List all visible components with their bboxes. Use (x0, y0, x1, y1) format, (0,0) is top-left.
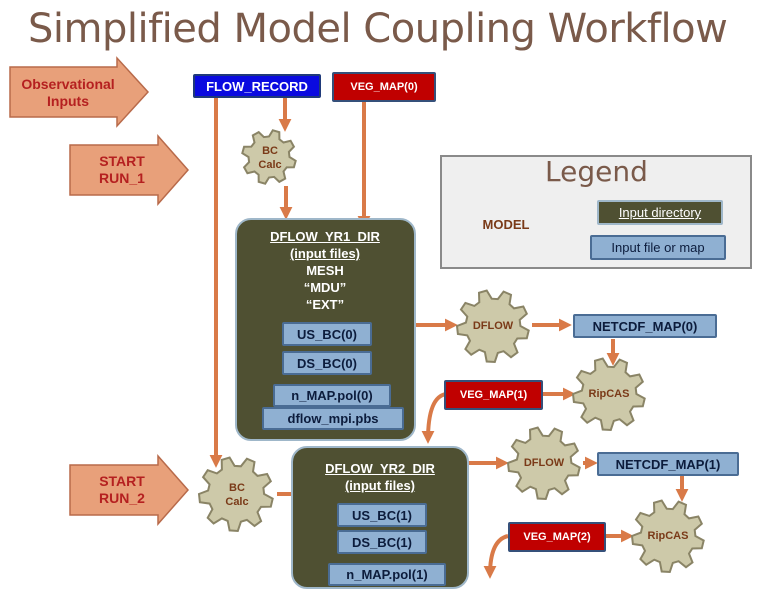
veg-map-2-box: VEG_MAP(2) (508, 522, 606, 552)
dflow-1-gear-icon (455, 289, 530, 364)
us-bc-1-file: US_BC(1) (337, 503, 427, 527)
netcdf-map-0-box: NETCDF_MAP(0) (573, 314, 717, 338)
veg-map-1-box: VEG_MAP(1) (444, 380, 543, 410)
dflow-yr2-dir-subtitle: (input files) (344, 478, 416, 493)
dflow-mpi-pbs-file: dflow_mpi.pbs (262, 407, 404, 430)
start-run-1-arrow (69, 134, 190, 206)
start-run-1-label: START RUN_1 (99, 153, 145, 186)
bc-calc-2-label: BC Calc (225, 482, 249, 508)
connector-veg2-outgoing (483, 534, 509, 579)
ripcas-1-gear-icon (571, 357, 646, 432)
dflow-yr1-mesh: MESH (306, 263, 344, 278)
bc-calc-1-gear-icon (241, 129, 297, 185)
legend-input-directory: Input directory (597, 200, 723, 225)
netcdf-map-1-box: NETCDF_MAP(1) (597, 452, 739, 476)
ds-bc-0-file: DS_BC(0) (282, 351, 372, 375)
legend-model-label: MODEL (482, 217, 530, 232)
dflow-yr1-dir-name: DFLOW_YR1_DIR (270, 229, 380, 244)
veg-map-0-box: VEG_MAP(0) (332, 72, 436, 102)
legend-input-file: Input file or map (590, 235, 726, 260)
n-map-pol-1-file: n_MAP.pol(1) (328, 563, 446, 586)
dflow-yr1-dir-subtitle: (input files) (289, 246, 361, 261)
ripcas-1-label: RipCAS (588, 388, 630, 400)
n-map-pol-0-file: n_MAP.pol(0) (273, 384, 391, 407)
connector-veg1-to-dir2 (421, 392, 447, 444)
us-bc-0-file: US_BC(0) (282, 322, 372, 346)
observational-inputs-arrow (9, 56, 150, 128)
bc-calc-1-label: BC Calc (258, 145, 282, 171)
dflow-1-label: DFLOW (472, 320, 514, 332)
observational-inputs-label: Observational Inputs (21, 76, 115, 109)
dflow-2-label: DFLOW (523, 457, 565, 469)
flow-record-box: FLOW_RECORD (193, 74, 321, 98)
dflow-2-gear-icon (506, 426, 581, 501)
bc-calc-2-gear-icon (197, 456, 274, 533)
page-title: Simplified Model Coupling Workflow (28, 6, 728, 52)
dflow-yr1-ext: “EXT” (305, 297, 345, 312)
ds-bc-1-file: DS_BC(1) (337, 530, 427, 554)
dflow-yr2-dir-name: DFLOW_YR2_DIR (325, 461, 435, 476)
ripcas-2-gear-icon (630, 499, 705, 574)
ripcas-2-label: RipCAS (647, 530, 689, 542)
start-run-2-arrow (69, 454, 190, 526)
start-run-2-label: START RUN_2 (99, 473, 145, 506)
dflow-yr1-mdu: “MDU” (303, 280, 347, 295)
legend-title: Legend (545, 155, 648, 188)
